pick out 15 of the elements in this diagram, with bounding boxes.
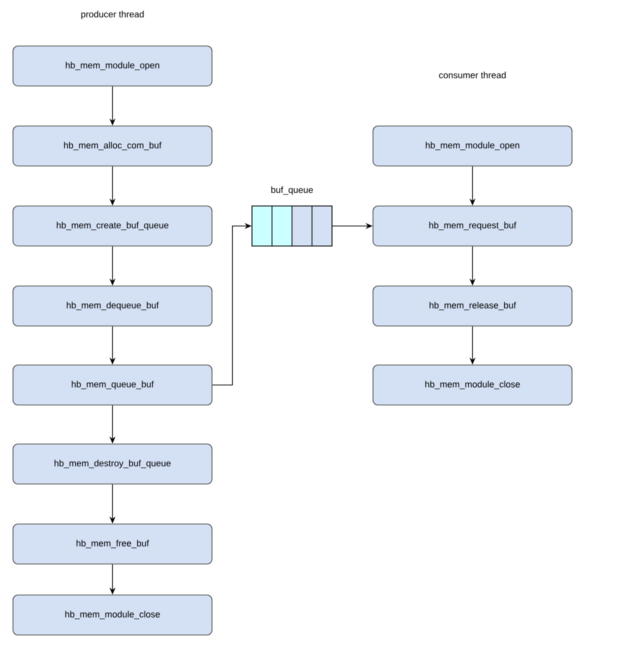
thread-heading: consumer thread [439, 72, 506, 78]
process-box: hb_mem_release_buf [372, 286, 572, 326]
queue-label: buf_queue [271, 186, 313, 195]
process-box: hb_mem_queue_buf [12, 364, 212, 406]
process-box: hb_mem_dequeue_buf [12, 286, 212, 326]
process-box: hb_mem_module_open [12, 46, 212, 86]
process-box: hb_mem_request_buf [372, 206, 572, 246]
process-box: hb_mem_create_buf_queue [12, 206, 212, 246]
process-box: hb_mem_module_close [12, 594, 212, 636]
thread-heading: producer thread [81, 10, 144, 20]
process-box: hb_mem_module_close [372, 364, 572, 406]
process-box: hb_mem_destroy_buf_queue [12, 444, 212, 484]
process-box: hb_mem_alloc_com_buf [12, 126, 212, 166]
process-box: hb_mem_free_buf [12, 524, 212, 564]
process-box: hb_mem_module_open [372, 126, 572, 166]
